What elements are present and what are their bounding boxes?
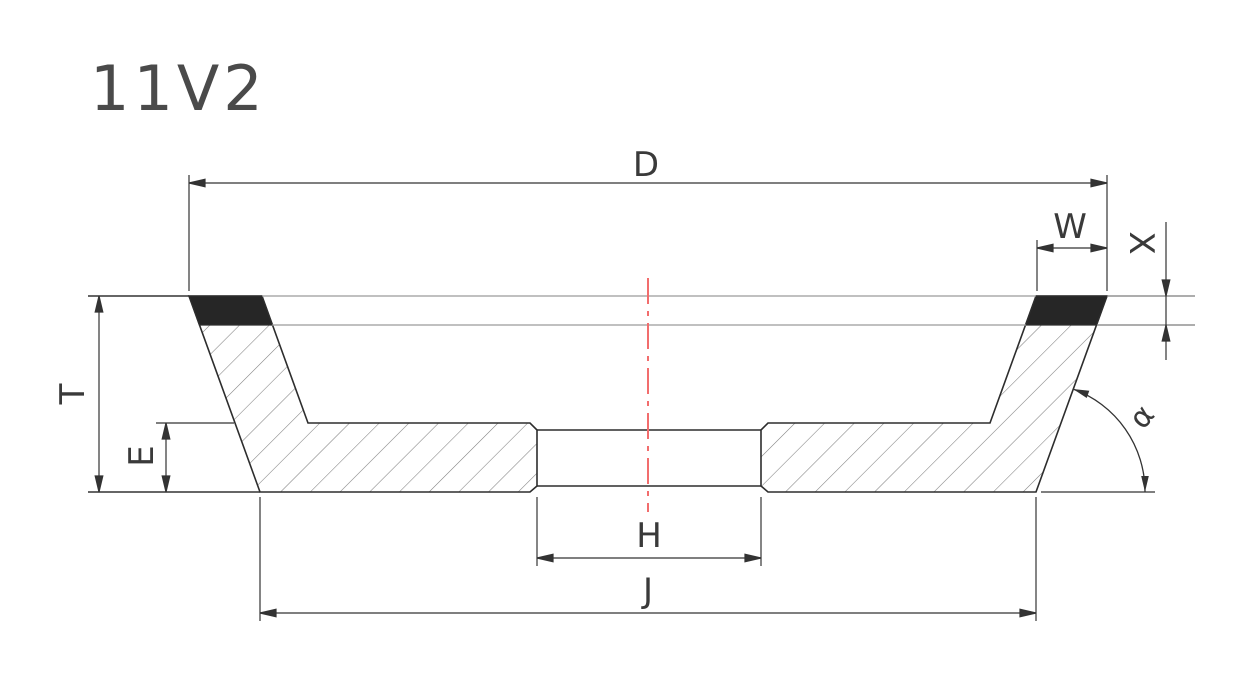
wheel-body-section [187, 295, 1109, 493]
dimension-angle [1041, 388, 1155, 493]
label-E: E [122, 445, 162, 466]
label-J: J [641, 571, 653, 611]
dimension-X [1161, 222, 1171, 360]
x-extension-lines [1097, 295, 1195, 326]
label-D: D [633, 145, 659, 185]
label-H: H [636, 516, 662, 556]
abrasive-layer [188, 295, 1108, 326]
dimension-W [1036, 240, 1108, 291]
label-W: W [1053, 207, 1087, 247]
label-X: X [1121, 231, 1161, 254]
label-alpha: α [1122, 398, 1162, 436]
abrasive-right [1024, 295, 1108, 326]
dimension-D [188, 175, 1108, 291]
abrasive-left [188, 295, 274, 326]
drawing-title: 11V2 [90, 52, 267, 125]
label-T: T [53, 383, 93, 405]
dimension-E [156, 422, 234, 493]
dimension-H [536, 497, 762, 566]
dimension-J [259, 497, 1037, 621]
dimension-T [88, 295, 260, 493]
